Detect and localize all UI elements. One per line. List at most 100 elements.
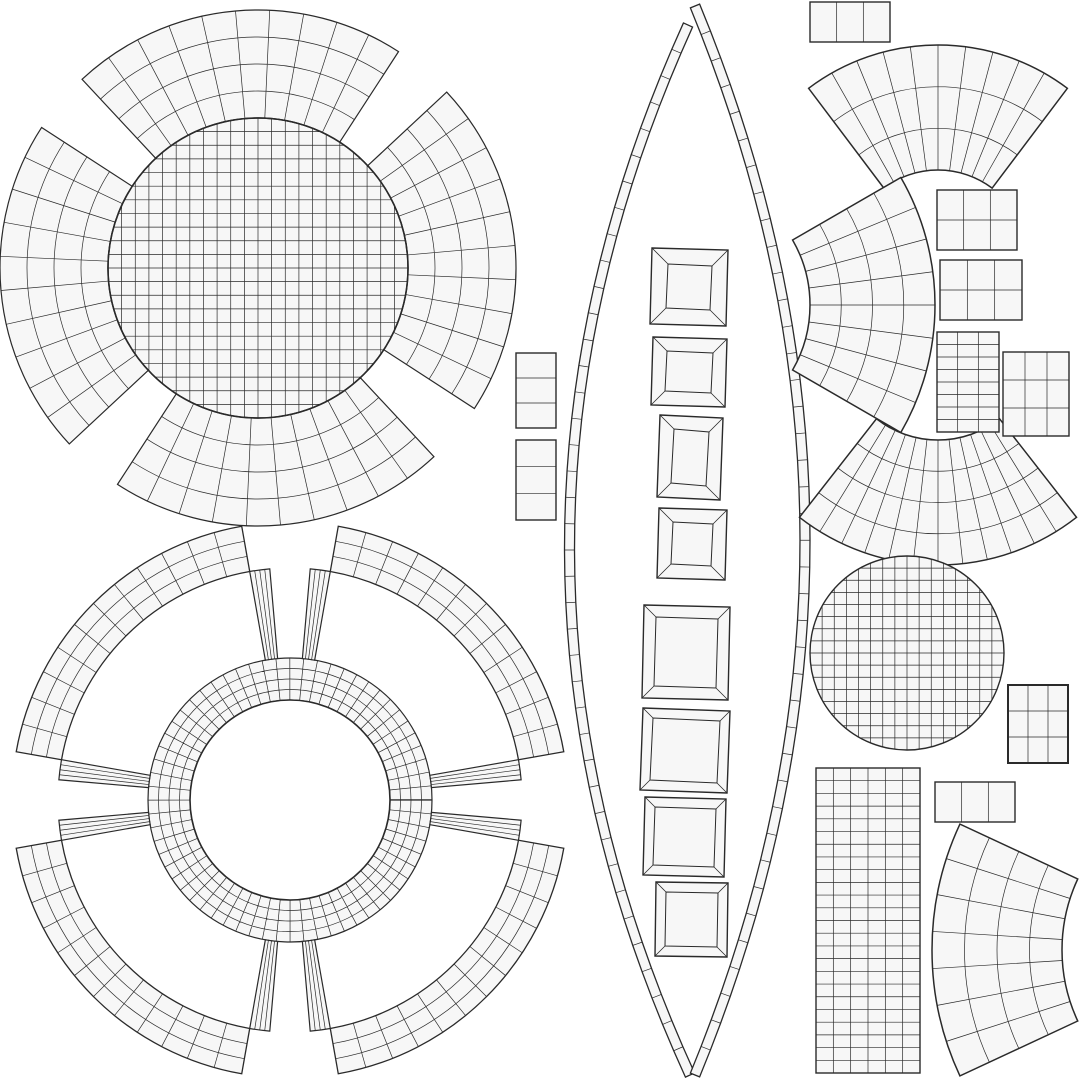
ring-outer-sector [329,525,565,761]
island-outline [329,525,565,761]
small-piece-2 [515,439,557,521]
island-grid [810,556,1004,750]
island-outline [329,839,565,1075]
island-grid [430,764,521,785]
island-grid [131,390,416,526]
island-grid [937,332,999,432]
box-6 [934,781,1016,823]
island-grid [22,842,248,1068]
fan-bottom-right [931,823,1079,1077]
island-grid [816,768,920,1073]
island-outline [301,568,331,661]
island-grid [332,842,558,1068]
island-outline [58,811,151,841]
island-grid [1003,352,1069,436]
disk-inner-grid [107,117,409,419]
box-4 [1002,351,1070,437]
tall-strip [815,767,921,1074]
island-grid [932,837,1071,1063]
ring-arm-right [249,939,279,1032]
island-inner [664,350,714,394]
island-inner [664,891,719,948]
island-grid [108,118,408,418]
square-frame-4 [656,507,728,581]
ring-outer-sector [15,839,251,1075]
ring-arm-right [301,568,331,661]
island-outline [429,811,522,841]
island-outline [1002,351,1070,437]
island-bevel [656,507,728,581]
island-bevel [642,796,727,878]
island-inner [652,806,717,868]
square-frame-5 [641,604,731,701]
island-grid [22,532,248,758]
island-inner [670,428,710,487]
island-grid [516,377,556,404]
island-grid [332,532,558,758]
top-small-piece [809,1,891,43]
island-grid [799,192,935,418]
disk-outer-sector [366,91,517,410]
square-frame-1 [649,247,729,327]
island-grid [254,569,275,660]
disk-outer-sector [81,9,400,160]
island-grid [937,190,1017,250]
lens-strip-right [689,3,811,1078]
island-grid [961,782,989,822]
fan-left [791,176,936,434]
fan-top [807,44,1069,190]
square-frame-2 [650,336,728,408]
island-grid [147,657,432,943]
island-grid [836,2,864,42]
ring-outer-sector [329,839,565,1075]
island-outline [1007,684,1069,764]
island-bevel [654,881,729,958]
island-grid [430,815,521,836]
island-grid [0,141,136,426]
island-grid [380,110,516,395]
island-outline [301,939,331,1032]
island-outline [429,759,522,789]
island-grid [690,3,810,1078]
square-frame-3 [656,414,724,501]
small-piece-1 [515,352,557,429]
island-outline [15,525,251,761]
island-grid [818,424,1058,565]
ring-arm-left [429,759,522,789]
island-outline [934,781,1016,823]
island-bevel [639,707,731,794]
square-frame-8 [654,881,729,958]
island-grid [59,764,150,785]
round-grid-island [809,555,1005,751]
island-grid [831,45,1045,182]
island-outline [15,839,251,1075]
ring-arm-left [58,811,151,841]
fan-bottom [798,417,1078,566]
square-frame-6 [639,707,731,794]
island-inner [665,263,713,311]
island-bevel [641,604,731,701]
box-2 [939,259,1023,321]
ring-outer-sector [15,525,251,761]
island-outline [931,823,1079,1077]
disk-seam [107,117,409,419]
island-inner [649,717,721,784]
ring-hole [189,699,391,901]
box-3 [936,331,1000,433]
island-grid [516,466,556,494]
island-bevel [650,336,728,408]
island-grid [100,10,385,146]
island-grid [305,569,326,660]
ring-arm-right [58,759,151,789]
island-outline [515,352,557,429]
island-grid [1008,685,1068,763]
box-5 [1007,684,1069,764]
island-grid [59,815,150,836]
square-frame-7 [642,796,727,878]
island-outline [809,1,891,43]
ring-arm-right [429,811,522,841]
island-grid [940,260,1022,320]
island-outline [249,939,279,1032]
